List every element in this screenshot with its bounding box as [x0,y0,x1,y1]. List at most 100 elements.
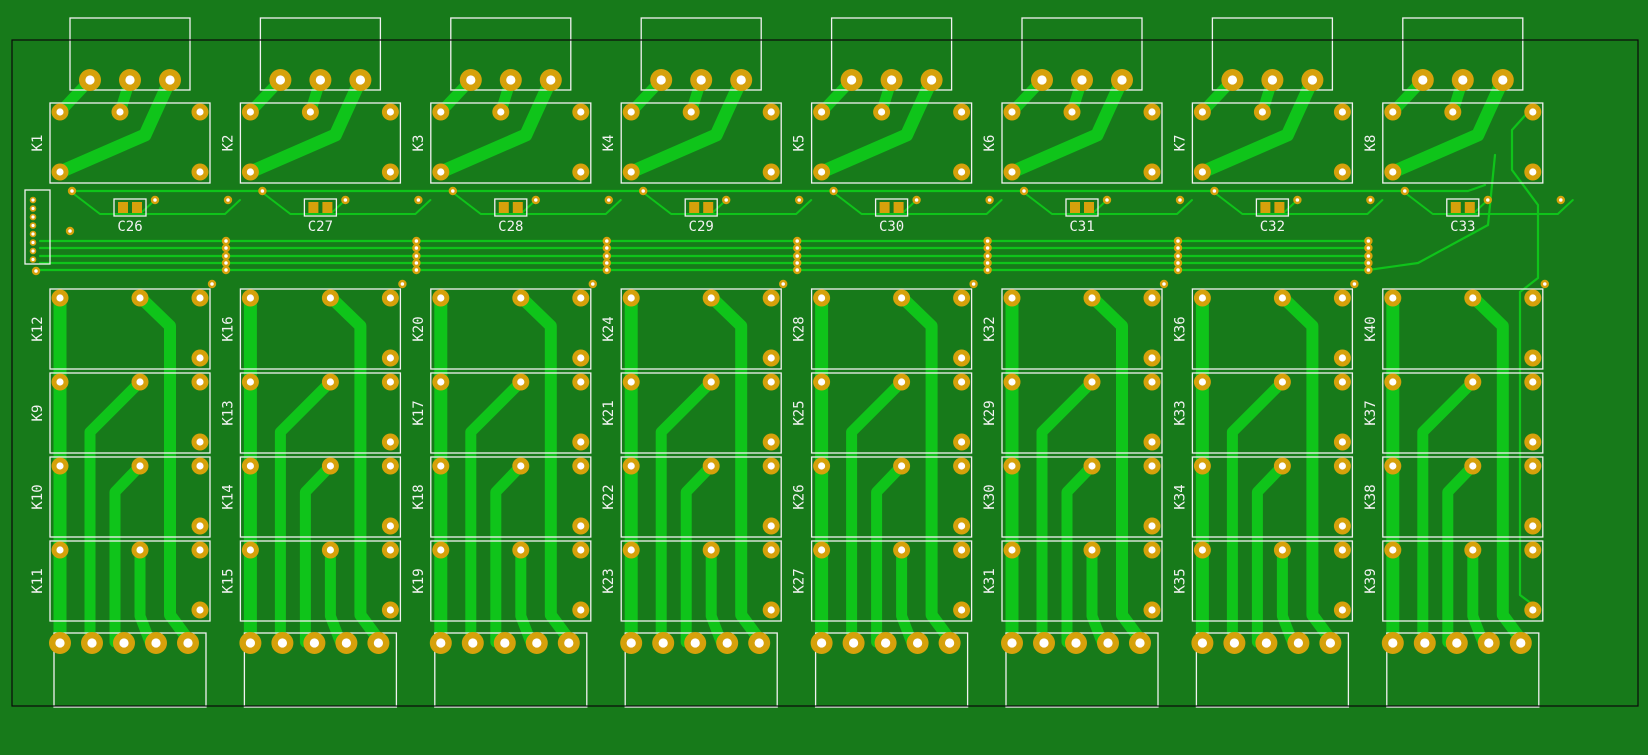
relay-outline [1191,288,1354,370]
bottom-connector-pad-drill [341,638,352,648]
capacitor-pad [132,202,142,213]
relay-trace [1226,376,1288,648]
relay-label: K38 [1363,484,1379,509]
top-connector-pad-drill [275,75,286,85]
relay-label: K35 [1172,568,1188,593]
relay-pad-drill [577,546,585,554]
relay-outline [49,456,211,538]
relay-pad-drill [136,546,144,554]
pad-layer [29,69,1566,654]
relay-outline [239,540,402,622]
capacitor-pad [879,202,890,213]
bottom-connector-pad-drill [373,638,384,648]
pin-header-outline [24,189,51,265]
bottom-connector-pad-drill [55,638,65,648]
relay-trace [680,460,717,648]
relay-outline [620,456,782,538]
relay-pad-drill [246,378,254,386]
via-drill [153,198,157,202]
bus-trace [1366,153,1497,272]
relay-pad-drill [1338,294,1346,302]
relay-label: K14 [220,484,236,509]
via-drill [605,268,609,272]
relay-pad-drill [707,546,715,554]
via-drill [781,282,785,286]
relay-trace [871,460,908,648]
relay-label: K16 [220,316,236,341]
via-drill [605,261,609,265]
relay-pad-drill [1529,606,1537,614]
relay-outline [49,288,211,370]
top-connector-pad-drill [466,75,476,85]
bottom-connector-pad-drill [1325,638,1336,648]
bottom-connector-pad-drill [245,638,256,648]
relay-pad-drill [878,108,886,116]
bottom-connector-pad-drill [690,638,700,648]
relay-pad-drill [56,294,64,302]
relay-trace [1276,291,1339,648]
relay-label: K6 [982,135,998,152]
via-drill [1559,198,1563,202]
relay-label: K1 [30,135,46,152]
relay-label: K39 [1363,568,1379,593]
via-drill [414,254,419,258]
bottom-connector-pad-drill [1293,638,1304,648]
bottom-connector-pad-drill [119,638,129,648]
relay-pad-drill [1068,108,1076,116]
via-drill [226,198,230,202]
bottom-connector-pad-drill [754,638,764,648]
via-drill [416,198,421,202]
relay-trace [1442,460,1479,648]
relay-label: K25 [792,400,808,425]
relay-label: K5 [792,135,808,152]
relay-pad-drill [136,294,144,302]
cap-trace [640,190,813,215]
capacitor-outline [1446,198,1480,217]
relay-label: K28 [792,316,808,341]
relay-pad-drill [577,462,585,470]
relay-pad-drill [1008,108,1016,116]
cap-trace [1021,190,1193,215]
cap-trace [69,190,241,215]
relay-label: K24 [601,316,617,341]
relay-outline [1001,456,1163,538]
capacitor-pad [512,202,523,213]
top-connector-pad-drill [165,75,175,85]
relay-label: K36 [1172,316,1188,341]
relay-pad-drill [1338,546,1346,554]
cap-trace [1401,190,1574,215]
relay-pad-drill [116,108,124,116]
via-drill [1176,254,1180,258]
relay-pad-drill [818,546,826,554]
capacitor-label: C33 [1450,219,1475,235]
relay-trace [624,73,748,179]
capacitor-label: C26 [117,219,142,235]
relay-label: K21 [601,400,617,425]
relay-pad-drill [627,168,635,176]
relay-pad-drill [326,378,334,386]
relay-pad-drill [196,438,204,446]
relay-pad-drill [246,462,254,470]
relay-outline [810,372,973,454]
via-drill [641,189,645,193]
relay-label: K34 [1172,484,1188,509]
bottom-connector-outline [814,632,969,708]
via-drill [1176,268,1180,272]
top-connector-pad-drill [1307,75,1318,85]
top-connector-pad-drill [656,75,666,85]
relay-pad-drill [627,108,635,116]
relay-label: K4 [601,135,617,152]
relay-outline [239,456,402,538]
relay-pad-drill [56,378,64,386]
relay-pad-drill [196,378,204,386]
relay-outline [1001,372,1163,454]
relay-pad-drill [437,294,445,302]
relay-pad-drill [1088,378,1096,386]
relay-pad-drill [326,294,334,302]
top-connector-pad-drill [736,75,746,85]
relay-pad-drill [196,546,204,554]
relay-outline [430,456,592,538]
capacitor-pad [322,202,333,213]
bottom-connector-pad-drill [151,638,161,648]
relay-pad-drill [1088,546,1096,554]
